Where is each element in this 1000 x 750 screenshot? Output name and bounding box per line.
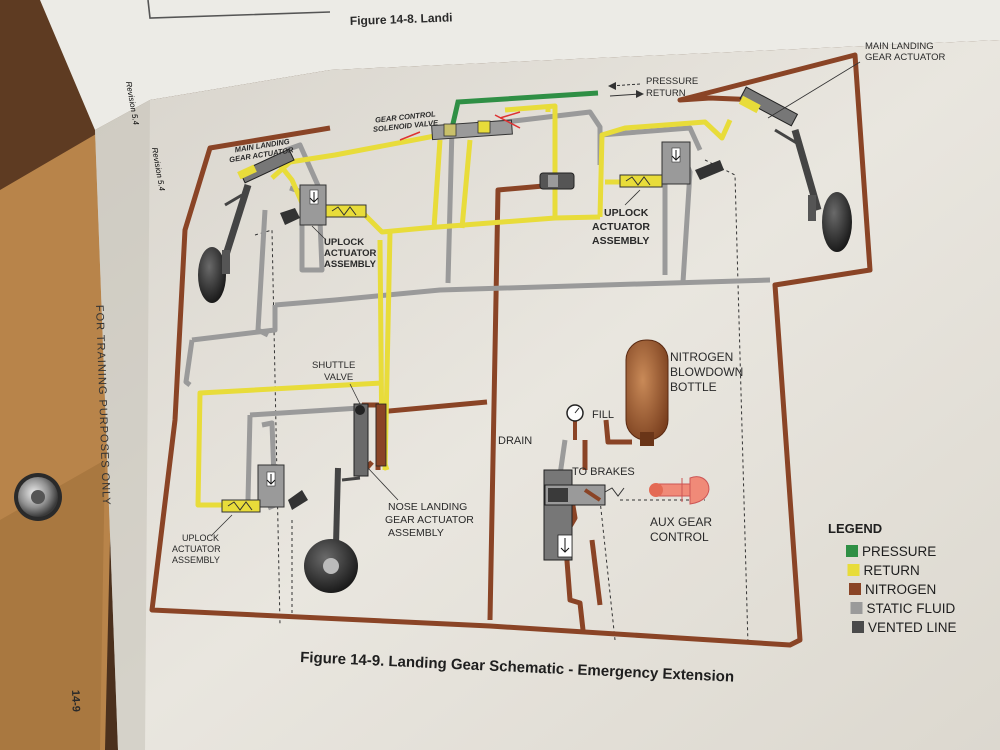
top-caption: Figure 14-8. Landi — [350, 10, 453, 28]
label-uplock-left-1: UPLOCK — [324, 237, 364, 248]
label-nose-actuator-2: GEAR ACTUATOR — [385, 514, 474, 526]
aux-gear-control-handle — [649, 476, 710, 505]
label-nose-actuator-3: ASSEMBLY — [388, 527, 444, 539]
label-uplock-nose-3: ASSEMBLY — [172, 555, 220, 565]
page-number: 14-9 — [69, 690, 82, 712]
fill-gauge — [566, 404, 584, 440]
flow-arrows: PRESSURE RETURN — [608, 76, 698, 99]
legend-label-4: VENTED LINE — [868, 620, 957, 635]
vented-lines — [254, 159, 749, 646]
legend-title: LEGEND — [828, 521, 882, 536]
legend: LEGEND PRESSURE RETURN NITROGEN STATIC FLUI… — [828, 521, 957, 635]
label-shuttle-1: SHUTTLE — [312, 360, 355, 371]
legend-label-2: NITROGEN — [865, 582, 936, 597]
nitrogen-bottle — [625, 339, 669, 446]
label-uplock-nose-1: UPLOCK — [182, 533, 219, 543]
legend-label-3: STATIC FLUID — [867, 601, 956, 616]
label-nitrogen-3: BOTTLE — [670, 380, 717, 394]
left-main-gear — [198, 148, 295, 303]
return-arrow-label: RETURN — [646, 88, 686, 99]
uplock-actuator-left — [280, 184, 367, 226]
label-to-brakes: TO BRAKES — [572, 466, 635, 478]
schematic: PRESSURE RETURN — [149, 52, 873, 648]
right-main-gear — [738, 86, 852, 252]
nose-gear — [304, 403, 387, 593]
aux-valve-assembly — [543, 469, 625, 561]
label-uplock-nose-2: ACTUATOR — [172, 544, 221, 554]
top-page — [40, 0, 1000, 130]
label-nose-actuator-1: NOSE LANDING — [388, 501, 467, 513]
uplock-actuator-right — [619, 141, 724, 188]
label-uplock-right-2: ACTUATOR — [592, 221, 650, 233]
legend-swatch-4 — [852, 621, 864, 633]
label-main-gear-right-2: GEAR ACTUATOR — [865, 52, 946, 63]
label-uplock-left-3: ASSEMBLY — [324, 259, 377, 270]
legend-swatch-1 — [847, 564, 860, 576]
label-uplock-left-2: ACTUATOR — [324, 248, 377, 259]
legend-swatch-3 — [850, 602, 863, 614]
label-shuttle-2: VALVE — [324, 372, 353, 383]
legend-swatch-0 — [846, 545, 858, 557]
label-drain: DRAIN — [498, 435, 532, 447]
label-aux-1: AUX GEAR — [650, 515, 712, 529]
desk-knob — [14, 473, 62, 521]
solenoid-valve — [399, 111, 521, 141]
legend-swatch-2 — [849, 583, 861, 595]
labels: MAIN LANDING GEAR ACTUATOR MAIN LANDING … — [172, 41, 946, 565]
pressure-lines — [449, 90, 599, 129]
label-uplock-right-1: UPLOCK — [604, 207, 649, 219]
pressure-arrow-label: PRESSURE — [646, 76, 698, 87]
label-nitrogen-1: NITROGEN — [670, 350, 733, 364]
label-uplock-right-3: ASSEMBLY — [592, 235, 649, 247]
label-aux-2: CONTROL — [650, 530, 709, 544]
legend-label-0: PRESSURE — [862, 544, 936, 559]
uplock-actuator-nose — [221, 464, 308, 513]
label-fill: FILL — [592, 409, 614, 421]
top-shuttle-valve — [539, 172, 575, 190]
label-main-gear-right-1: MAIN LANDING — [865, 41, 934, 52]
label-nitrogen-2: BLOWDOWN — [670, 365, 743, 379]
legend-label-1: RETURN — [864, 563, 920, 578]
